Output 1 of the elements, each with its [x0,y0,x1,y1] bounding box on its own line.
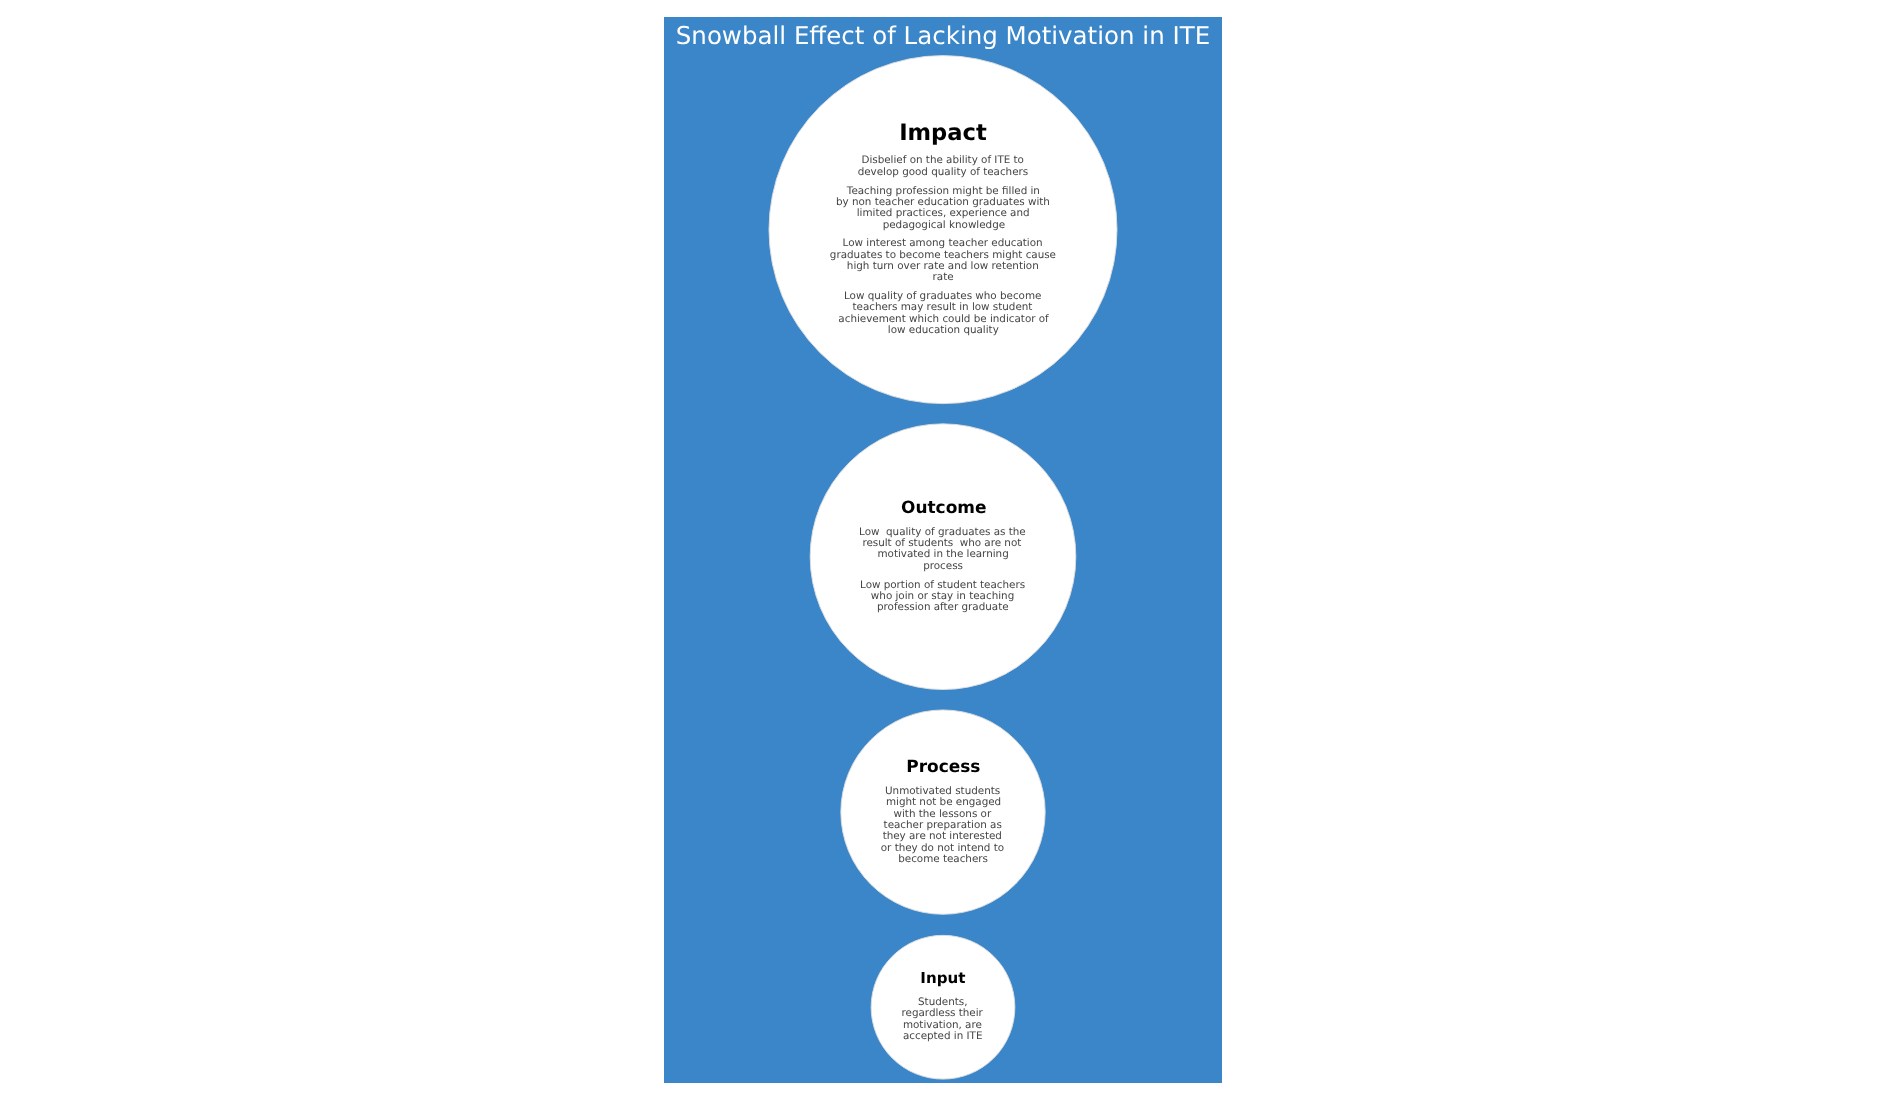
diagram-title: Snowball Effect of Lacking Motivation in ITE [675,22,1211,51]
